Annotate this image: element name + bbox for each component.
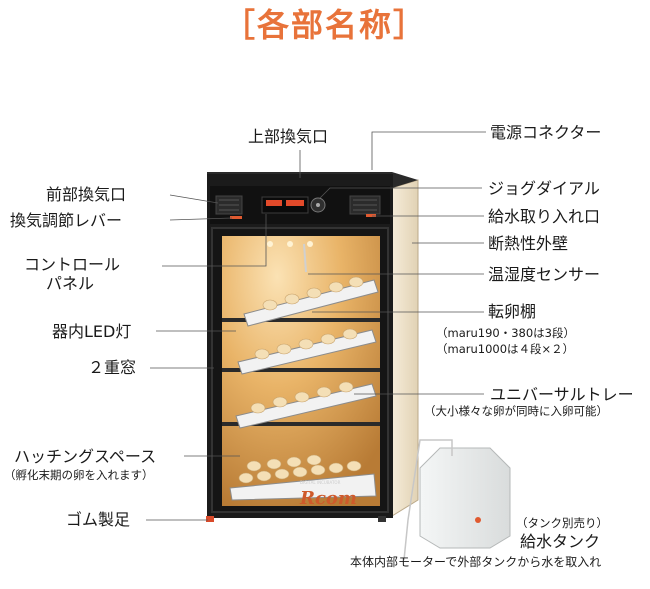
water-inlet-port: [366, 214, 376, 217]
leader-jog: [319, 187, 482, 199]
label-jog-dial: ジョグダイアル: [488, 179, 600, 198]
label-turning-shelf: 転卵棚: [488, 302, 537, 321]
hatching-tray: [229, 473, 377, 501]
label-double-window: ２重窓: [88, 358, 137, 377]
page-title: ［各部名称］: [222, 6, 427, 44]
label-front-vent: 前部換気口: [46, 185, 127, 204]
humidity-sensor-probe: [303, 243, 307, 273]
turning-shelf-note-2: （maru1000は４段×２）: [436, 342, 575, 356]
label-water-inlet: 給水取り入れ口: [488, 207, 601, 226]
leader-front-vent: [169, 194, 219, 204]
rubber-foot-right: [378, 516, 386, 522]
label-control-panel-2: パネル: [46, 274, 95, 293]
motor-note: 本体内部モーターで外部タンクから水を取入れ: [350, 555, 602, 569]
label-rubber-feet: ゴム製足: [66, 510, 131, 529]
insulated-side-wall: [391, 179, 419, 517]
rubber-foot-left: [206, 516, 214, 522]
water-tank-shape: [419, 447, 511, 549]
label-universal-tray: ユニバーサルトレー: [490, 385, 634, 404]
label-insulated-wall: 断熱性外壁: [488, 234, 569, 253]
label-top-vent: 上部換気口: [248, 127, 329, 146]
universal-tray-note: （大小様々な卵が同時に入卵可能）: [424, 404, 608, 418]
label-led-light: 器内LED灯: [52, 322, 132, 341]
vent-lever: [230, 216, 242, 219]
leader-power: [371, 131, 486, 170]
label-control-panel-1: コントロール: [24, 255, 121, 274]
label-vent-lever: 換気調節レバー: [10, 211, 123, 230]
turning-tray-1: [243, 279, 379, 327]
brand-logo: Rcom: [299, 488, 357, 509]
hatching-space-note: （孵化末期の卵を入れます）: [4, 468, 154, 482]
label-power-connector: 電源コネクター: [490, 123, 602, 142]
leader-lever: [169, 217, 233, 221]
leader-control-panel: [162, 214, 267, 267]
brand-subtitle: DIGITAL INCUBATOR: [300, 480, 341, 485]
label-humidity-sensor: 温湿度センサー: [488, 265, 601, 284]
label-hatching-space: ハッチングスペース: [14, 447, 157, 466]
water-tube: [403, 439, 453, 561]
tank-note: （タンク別売り）: [516, 516, 608, 530]
turning-shelf-note-1: （maru190・380は3段）: [436, 326, 575, 340]
label-water-tank: 給水タンク: [520, 532, 601, 551]
